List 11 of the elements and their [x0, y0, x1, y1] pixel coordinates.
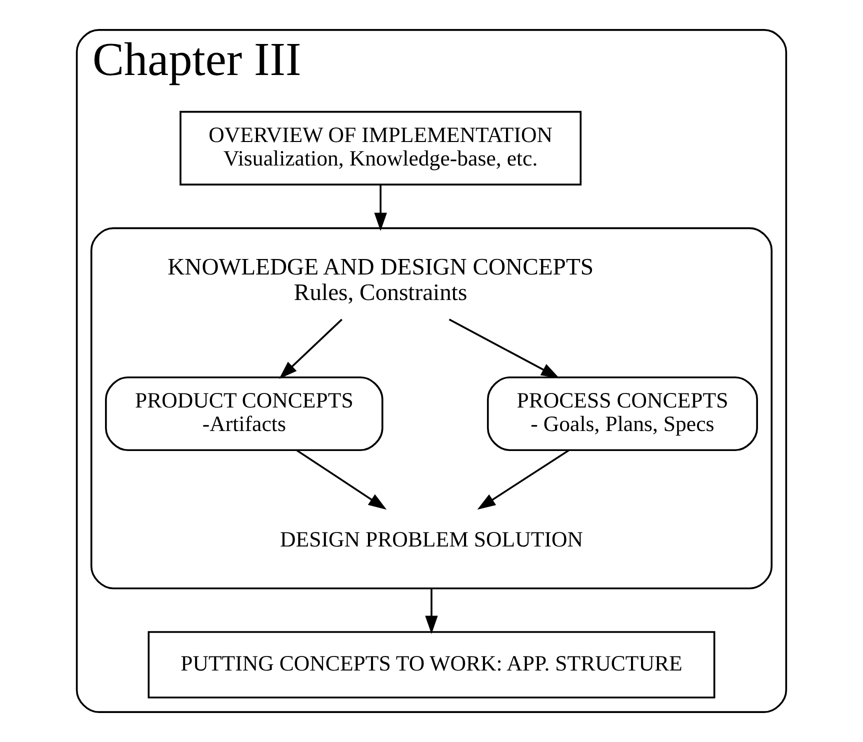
- arrow: [425, 588, 438, 634]
- arrow: [296, 450, 387, 510]
- node-box: PRODUCT CONCEPTS -Artifacts: [105, 376, 384, 452]
- node-box: PROCESS CONCEPTS - Goals, Plans, Specs: [486, 376, 758, 452]
- node-box: PUTTING CONCEPTS TO WORK: APP. STRUCTURE: [148, 631, 716, 698]
- node-text: DESIGN PROBLEM SOLUTION: [280, 528, 583, 552]
- arrow: [279, 318, 342, 379]
- arrow: [477, 450, 570, 510]
- arrow: [374, 184, 387, 231]
- arrow: [448, 318, 560, 378]
- node-box: OVERVIEW OF IMPLEMENTATION Visualization, Knowledge-base, etc.: [180, 110, 582, 186]
